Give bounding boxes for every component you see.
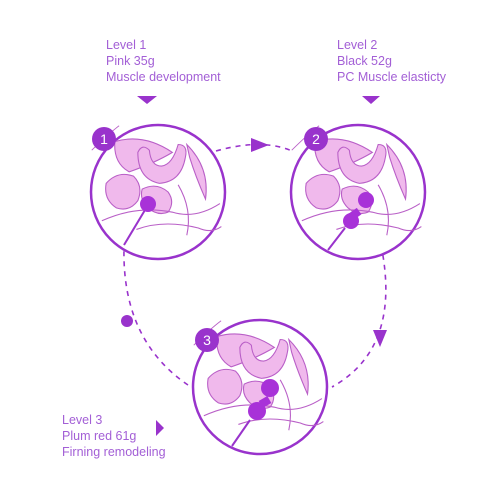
level-3-ball-lower — [248, 402, 266, 420]
arrow-level-1-pointer — [137, 96, 157, 104]
level-3-label: Level 3 Plum red 61g Firning remodeling — [62, 412, 166, 460]
level-3-benefit: Firning remodeling — [62, 445, 166, 459]
level-1-label: Level 1 Pink 35g Muscle development — [106, 37, 221, 85]
arrow-2-to-3 — [373, 330, 387, 347]
level-3-circle: 3 — [191, 318, 329, 456]
level-2-title: Level 2 — [337, 38, 378, 52]
level-2-benefit: PC Muscle elasticty — [337, 70, 447, 84]
arrow-level-2-pointer — [362, 96, 380, 104]
path-3-to-1 — [123, 247, 189, 386]
level-3-ball-upper — [261, 379, 279, 397]
arrow-1-to-2 — [251, 138, 269, 152]
dot-3-to-1 — [121, 315, 133, 327]
level-3-weight: Plum red 61g — [62, 429, 137, 443]
level-1-weight: Pink 35g — [106, 54, 155, 68]
level-2-label: Level 2 Black 52g PC Muscle elasticty — [337, 37, 446, 85]
level-1-ball — [140, 196, 156, 212]
level-1-benefit: Muscle development — [106, 70, 221, 84]
level-1-title: Level 1 — [106, 38, 147, 52]
level-3-title: Level 3 — [62, 413, 103, 427]
level-2-weight: Black 52g — [337, 54, 392, 68]
level-2-circle: 2 — [289, 123, 427, 261]
path-2-to-3 — [331, 244, 387, 388]
level-3-badge-number: 3 — [203, 332, 211, 348]
level-2-ball-upper — [358, 192, 374, 208]
level-2-badge-number: 2 — [312, 131, 320, 147]
level-1-badge — [92, 127, 116, 151]
level-1-circle: 1 — [89, 123, 227, 261]
arrow-level-3-pointer — [156, 420, 164, 436]
level-2-ball-lower — [343, 213, 359, 229]
level-1-badge-number: 1 — [100, 131, 108, 147]
level-2-badge — [304, 127, 328, 151]
level-3-badge — [195, 328, 219, 352]
